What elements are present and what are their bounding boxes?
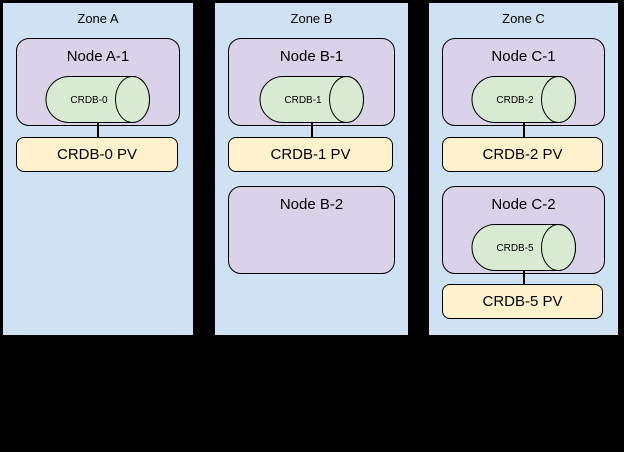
node-b1-label: Node B-1: [279, 48, 344, 65]
node-b2: Node B-2: [228, 186, 395, 274]
crdb-5-label: CRDB-5: [496, 243, 534, 254]
crdb-1-pv-connector: [310, 122, 313, 137]
crdb-2-pv-connector: [522, 122, 525, 137]
zone-a: Zone A Node A-1 CRDB-0 CRDB-0 PV: [1, 1, 195, 337]
zone-c-label: Zone C: [502, 11, 545, 26]
zone-c: Zone C Node C-1 CRDB-2 CRDB-2 PV Node C-…: [427, 1, 620, 337]
zone-b-label: Zone B: [290, 11, 333, 26]
crdb-0-pv-connector: [97, 122, 99, 137]
crdb-0-label: CRDB-0: [70, 95, 108, 106]
crdb-2-label: CRDB-2: [496, 95, 534, 106]
crdb-5-pv-connector: [522, 271, 525, 284]
crdb-2-cylinder-icon: CRDB-2: [471, 76, 576, 123]
crdb-1-label: CRDB-1: [284, 95, 322, 106]
crdb-5-pv: CRDB-5 PV: [442, 284, 603, 319]
node-c1-label: Node C-1: [491, 48, 556, 65]
node-c2-label: Node C-2: [491, 196, 556, 213]
node-c1: Node C-1 CRDB-2: [442, 38, 605, 126]
node-b2-label: Node B-2: [279, 196, 344, 213]
node-c2: Node C-2 CRDB-5: [442, 186, 605, 274]
node-a1-label: Node A-1: [66, 48, 130, 65]
node-b1: Node B-1 CRDB-1: [228, 38, 395, 126]
crdb-1-cylinder-icon: CRDB-1: [259, 76, 364, 123]
zone-b: Zone B Node B-1 CRDB-1 CRDB-1 PV Node B-…: [213, 1, 410, 337]
zone-a-label: Zone A: [77, 11, 119, 26]
crdb-1-pv: CRDB-1 PV: [228, 137, 393, 172]
crdb-2-pv: CRDB-2 PV: [442, 137, 603, 172]
crdb-0-pv: CRDB-0 PV: [16, 137, 178, 172]
crdb-5-cylinder-icon: CRDB-5: [471, 224, 576, 271]
node-a1: Node A-1 CRDB-0: [16, 38, 180, 126]
crdb-0-cylinder-icon: CRDB-0: [45, 76, 150, 123]
